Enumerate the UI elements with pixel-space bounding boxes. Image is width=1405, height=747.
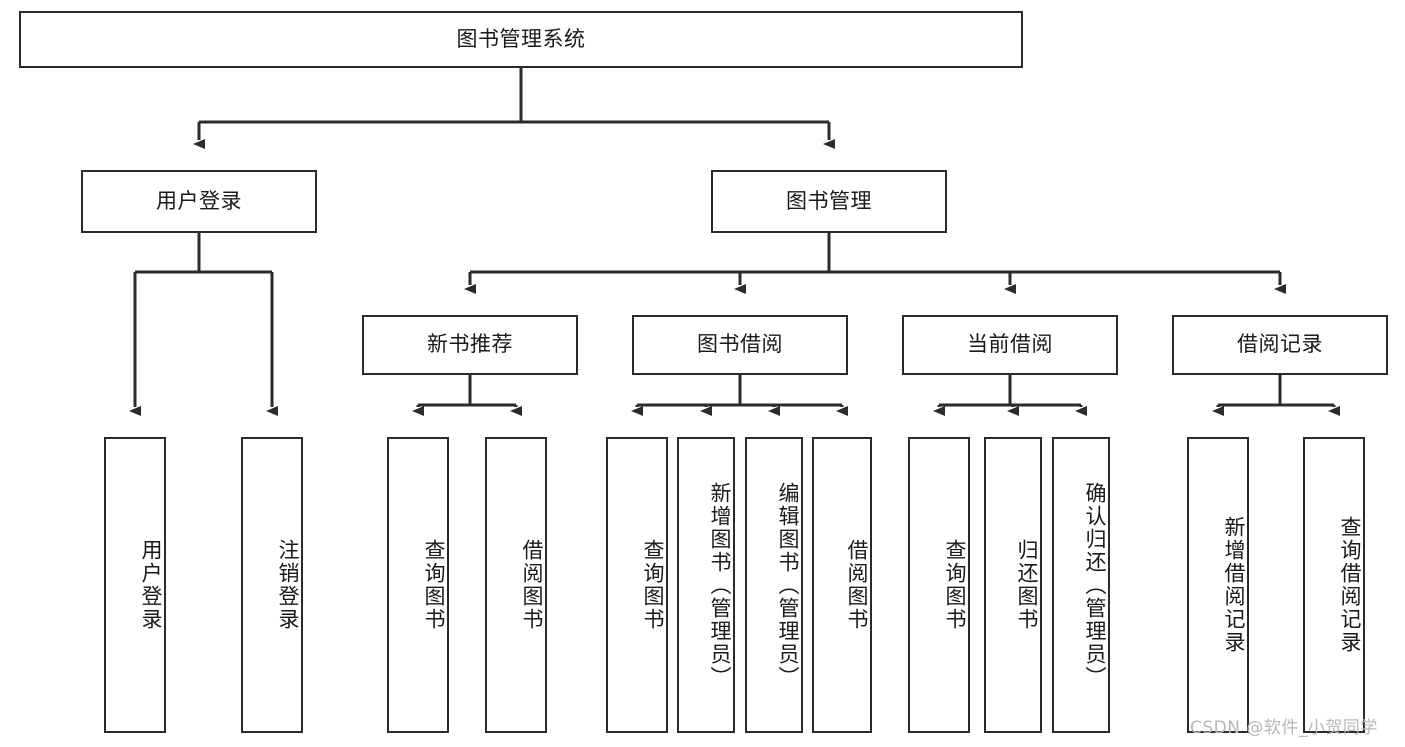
node-current-borrow-label: 当前借阅 <box>967 332 1053 357</box>
node-book-borrow[interactable]: 图书借阅 <box>632 315 848 375</box>
node-leaf-confirm-return[interactable]: 确认归还（管理员） <box>1052 437 1110 733</box>
node-leaf-user-logout-label: 注销登录 <box>276 539 300 631</box>
node-root-label: 图书管理系统 <box>456 26 586 51</box>
node-leaf-confirm-return-label: 确认归还（管理员） <box>1083 481 1107 689</box>
node-leaf-edit-book[interactable]: 编辑图书（管理员） <box>745 437 803 733</box>
node-leaf-query-book-cur-label: 查询图书 <box>943 539 967 631</box>
node-new-book-rec[interactable]: 新书推荐 <box>362 315 578 375</box>
node-leaf-user-login[interactable]: 用户登录 <box>104 437 166 733</box>
watermark: CSDN @软件_小贺同学 <box>1190 718 1378 738</box>
node-root[interactable]: 图书管理系统 <box>19 11 1023 68</box>
node-current-borrow[interactable]: 当前借阅 <box>902 315 1118 375</box>
node-leaf-borrow-book-rec-label: 借阅图书 <box>520 539 544 631</box>
node-leaf-user-logout[interactable]: 注销登录 <box>241 437 303 733</box>
node-leaf-add-record[interactable]: 新增借阅记录 <box>1187 437 1249 733</box>
node-leaf-user-login-label: 用户登录 <box>139 539 163 631</box>
node-leaf-return-book-label: 归还图书 <box>1015 539 1039 631</box>
node-leaf-query-book-borrow[interactable]: 查询图书 <box>606 437 668 733</box>
node-leaf-query-book-rec-label: 查询图书 <box>422 539 446 631</box>
node-leaf-edit-book-label: 编辑图书（管理员） <box>776 481 800 689</box>
node-new-book-rec-label: 新书推荐 <box>427 332 513 357</box>
node-leaf-return-book[interactable]: 归还图书 <box>984 437 1042 733</box>
node-leaf-borrow-book-rec[interactable]: 借阅图书 <box>485 437 547 733</box>
node-leaf-borrow-book[interactable]: 借阅图书 <box>812 437 872 733</box>
node-leaf-query-record[interactable]: 查询借阅记录 <box>1303 437 1365 733</box>
node-leaf-query-record-label: 查询借阅记录 <box>1338 516 1362 654</box>
node-leaf-borrow-book-label: 借阅图书 <box>845 539 869 631</box>
node-leaf-add-book[interactable]: 新增图书（管理员） <box>677 437 735 733</box>
node-leaf-query-book-borrow-label: 查询图书 <box>641 539 665 631</box>
node-book-borrow-label: 图书借阅 <box>697 332 783 357</box>
node-book-manage[interactable]: 图书管理 <box>711 170 947 233</box>
node-leaf-query-book-rec[interactable]: 查询图书 <box>387 437 449 733</box>
node-user-login-label: 用户登录 <box>156 188 242 213</box>
node-user-login[interactable]: 用户登录 <box>81 170 317 233</box>
node-leaf-add-record-label: 新增借阅记录 <box>1222 516 1246 654</box>
node-leaf-add-book-label: 新增图书（管理员） <box>708 481 732 689</box>
node-borrow-record-label: 借阅记录 <box>1237 332 1323 357</box>
node-book-manage-label: 图书管理 <box>786 188 872 213</box>
node-leaf-query-book-cur[interactable]: 查询图书 <box>908 437 970 733</box>
node-borrow-record[interactable]: 借阅记录 <box>1172 315 1388 375</box>
